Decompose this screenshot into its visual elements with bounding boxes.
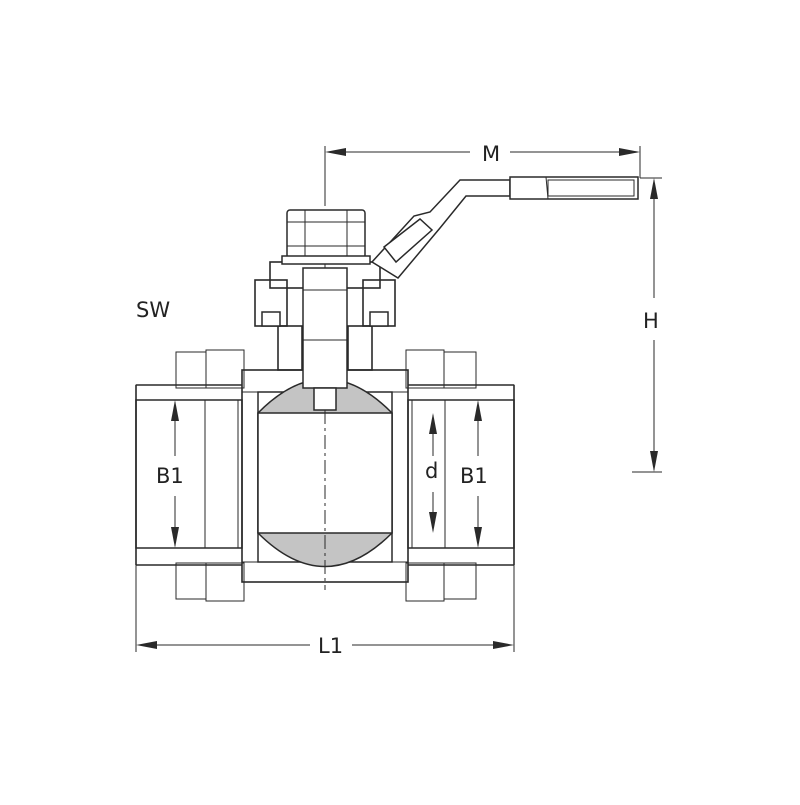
label-d: d <box>425 459 438 483</box>
stem <box>302 267 348 411</box>
right-end-cap <box>405 349 515 602</box>
label-b1-left: B1 <box>156 464 184 488</box>
dimension-d: d <box>425 413 438 533</box>
label-m: M <box>482 142 500 166</box>
dimension-h: H <box>632 177 662 473</box>
label-b1-right: B1 <box>460 464 488 488</box>
label-sw: SW <box>136 298 170 322</box>
label-l1: L1 <box>318 634 343 658</box>
dimension-b1-left: B1 <box>156 400 184 548</box>
stem-nut <box>281 209 371 265</box>
bonnet <box>254 261 396 371</box>
dimension-l1: L1 <box>135 565 515 658</box>
dimension-m: M <box>324 142 641 205</box>
handle-lever <box>370 176 639 279</box>
left-end-cap <box>135 349 245 602</box>
label-h: H <box>643 309 659 333</box>
dimension-b1-right: B1 <box>460 400 488 548</box>
